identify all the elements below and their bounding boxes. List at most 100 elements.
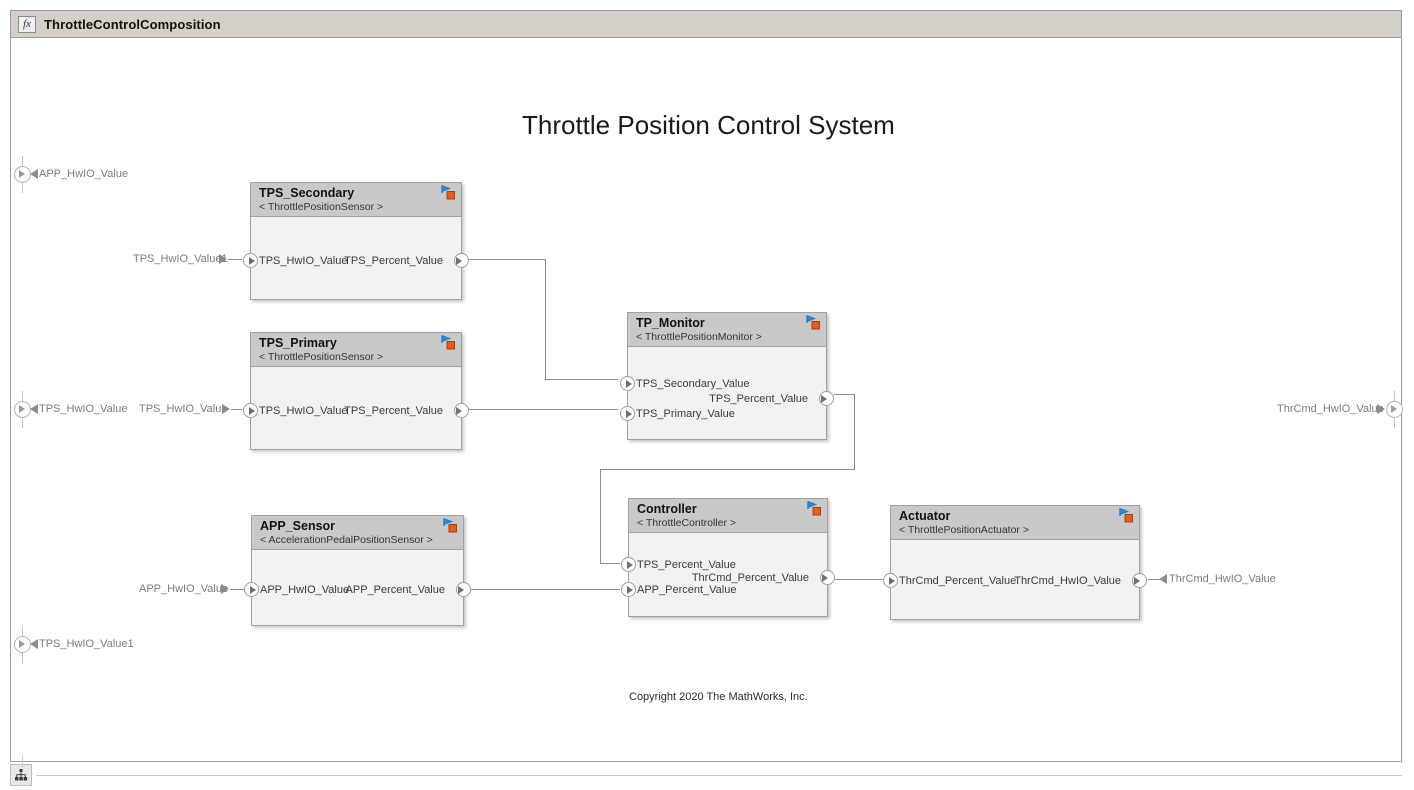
input-port-label: TPS_HwIO_Value: [259, 405, 348, 417]
signal-line: [228, 259, 242, 260]
output-port-arrow-icon: [821, 395, 827, 403]
block-header: TPS_Primary < ThrottlePositionSensor >: [251, 333, 461, 367]
connector-tps-secondary-to-monitor[interactable]: [545, 379, 618, 380]
signal-line: [231, 409, 242, 410]
block-header: Controller < ThrottleController >: [629, 499, 827, 533]
connector-monitor-to-controller[interactable]: [600, 469, 855, 470]
root-port-stub-top: [22, 626, 23, 636]
output-port-arrow-icon: [458, 586, 464, 594]
signal-line: [230, 589, 244, 590]
component-block-controller[interactable]: Controller < ThrottleController > TPS_Pe…: [621, 498, 835, 617]
output-port-label: TPS_Percent_Value: [709, 393, 808, 405]
output-port-label: TPS_Percent_Value: [344, 405, 443, 417]
root-port-label: TPS_HwIO_Value: [39, 403, 128, 415]
reference-and-stereotype-icon: [806, 314, 820, 330]
model-titlebar[interactable]: fx ThrottleControlComposition: [10, 10, 1402, 38]
output-port-arrow-icon: [822, 574, 828, 582]
block-header: APP_Sensor < AccelerationPedalPositionSe…: [252, 516, 463, 550]
input-port-arrow-icon: [626, 410, 632, 418]
output-port-label: ThrCmd_HwIO_Value: [1014, 575, 1121, 587]
signal-label-tps-hwio-value1: TPS_HwIO_Value1: [133, 253, 228, 265]
block-stereotype: < ThrottlePositionActuator >: [899, 524, 1029, 536]
block-stereotype: < AccelerationPedalPositionSensor >: [260, 534, 433, 546]
signal-label-thrcmd-hwio-value: ThrCmd_HwIO_Value: [1169, 573, 1276, 585]
signal-line: [1148, 579, 1160, 580]
component-badge-icons: [440, 517, 460, 535]
component-block-actuator[interactable]: Actuator < ThrottlePositionActuator > Th…: [883, 505, 1147, 620]
output-port-label: TPS_Percent_Value: [344, 255, 443, 267]
signal-arrow-icon: [219, 254, 227, 264]
reference-and-stereotype-icon: [443, 517, 457, 533]
input-port-arrow-icon: [627, 561, 633, 569]
connector-monitor-to-controller[interactable]: [834, 394, 855, 395]
component-block-tp-monitor[interactable]: TP_Monitor < ThrottlePositionMonitor > T…: [620, 312, 834, 440]
root-port-stub-bottom: [22, 183, 23, 193]
block-stereotype: < ThrottlePositionSensor >: [259, 201, 384, 213]
signal-label-app-hwio-value: APP_HwIO_Value: [139, 583, 229, 595]
reference-and-stereotype-icon: [1119, 507, 1133, 523]
component-badge-icons: [803, 314, 823, 332]
root-port-stub-bottom: [22, 653, 23, 663]
hierarchy-icon: [15, 769, 28, 781]
block-name: TP_Monitor: [636, 316, 705, 330]
signal-arrow-icon: [221, 584, 229, 594]
signal-arrow-icon: [222, 404, 230, 414]
reference-and-stereotype-icon: [441, 334, 455, 350]
block-stereotype: < ThrottlePositionSensor >: [259, 351, 384, 363]
block-name: Controller: [637, 502, 697, 516]
connector-monitor-to-controller[interactable]: [600, 469, 601, 564]
block-stereotype: < ThrottlePositionMonitor >: [636, 331, 762, 343]
component-block-tps-secondary[interactable]: TPS_Secondary < ThrottlePositionSensor >…: [243, 182, 469, 300]
block-header: TP_Monitor < ThrottlePositionMonitor >: [628, 313, 826, 347]
connector-monitor-to-controller[interactable]: [854, 394, 855, 470]
connector-tps-secondary-to-monitor[interactable]: [545, 259, 546, 379]
input-port-label: APP_Percent_Value: [637, 584, 737, 596]
signal-arrow-icon: [1377, 404, 1385, 414]
status-divider: [36, 775, 1402, 776]
window-title: ThrottleControlComposition: [44, 16, 221, 32]
input-port-label: TPS_Secondary_Value: [636, 378, 750, 390]
output-port-arrow-icon: [1134, 577, 1140, 585]
output-port-arrow-icon: [456, 257, 462, 265]
root-port-arrow-icon: [19, 170, 25, 178]
root-port-arrow-icon: [1391, 405, 1397, 413]
root-port-arrow-icon: [19, 405, 25, 413]
root-port-label: ThrCmd_HwIO_Value: [1277, 403, 1384, 415]
input-port-arrow-icon: [627, 586, 633, 594]
signal-arrow-icon: [1159, 574, 1167, 584]
connector-controller-to-actuator[interactable]: [835, 579, 883, 580]
root-port-stub-top: [1394, 391, 1395, 401]
input-port-label: TPS_HwIO_Value: [259, 255, 348, 267]
connector-tps-primary-to-monitor[interactable]: [468, 409, 618, 410]
connector-tps-secondary-to-monitor[interactable]: [468, 259, 545, 260]
output-port-label: ThrCmd_Percent_Value: [691, 572, 809, 584]
signal-arrow-icon: [30, 639, 38, 649]
reference-and-stereotype-icon: [441, 184, 455, 200]
block-name: Actuator: [899, 509, 951, 523]
block-stereotype: < ThrottleController >: [637, 517, 737, 529]
reference-and-stereotype-icon: [807, 500, 821, 516]
root-port-label: APP_HwIO_Value: [39, 168, 129, 180]
block-header: Actuator < ThrottlePositionActuator >: [891, 506, 1139, 540]
output-port-arrow-icon: [456, 407, 462, 415]
block-header: TPS_Secondary < ThrottlePositionSensor >: [251, 183, 461, 217]
connector-app-sensor-to-controller[interactable]: [470, 589, 620, 590]
root-port-stub-top: [22, 391, 23, 401]
component-block-tps-primary[interactable]: TPS_Primary < ThrottlePositionSensor > T…: [243, 332, 469, 450]
input-port-arrow-icon: [249, 407, 255, 415]
diagram-title: Throttle Position Control System: [522, 110, 895, 140]
component-badge-icons: [1116, 507, 1136, 525]
signal-label-tps-hwio-value: TPS_HwIO_Value: [139, 403, 228, 415]
root-port-stub-bottom: [22, 418, 23, 428]
input-port-label: APP_HwIO_Value: [260, 584, 350, 596]
root-port-stub-bottom: [1394, 418, 1395, 428]
connector-monitor-to-controller[interactable]: [600, 563, 620, 564]
signal-arrow-icon: [30, 169, 38, 179]
root-port-arrow-icon: [19, 640, 25, 648]
model-hierarchy-button[interactable]: [10, 755, 32, 786]
signal-arrow-icon: [30, 404, 38, 414]
component-block-app-sensor[interactable]: APP_Sensor < AccelerationPedalPositionSe…: [244, 515, 471, 626]
block-name: TPS_Secondary: [259, 186, 355, 200]
fx-icon: fx: [18, 15, 36, 33]
